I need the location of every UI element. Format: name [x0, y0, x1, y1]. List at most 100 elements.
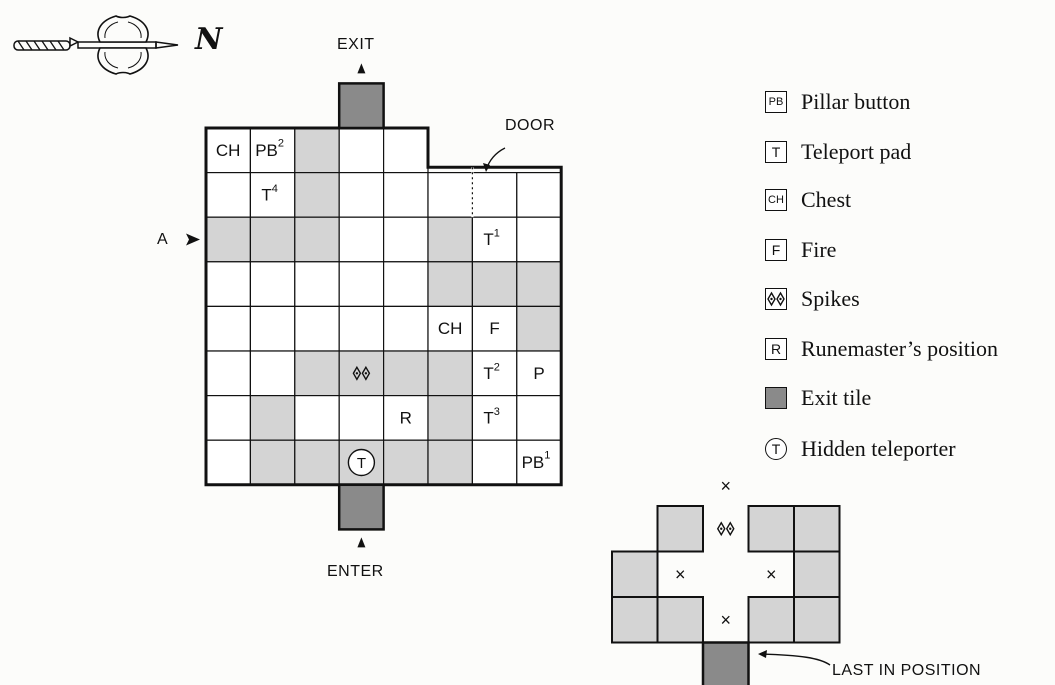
hidden-teleporter-icon: T	[765, 438, 787, 460]
enter-arrow	[357, 537, 366, 548]
map-tile	[249, 172, 296, 218]
map-tile	[516, 395, 562, 441]
map-tile	[205, 350, 252, 397]
hidden-teleporter-icon	[347, 448, 376, 477]
mini-tile	[656, 505, 704, 553]
map-tile	[427, 172, 474, 218]
legend-label: Exit tile	[801, 385, 872, 410]
map-tile	[205, 395, 252, 441]
spikes-icon	[352, 365, 371, 381]
chest-label: CH	[216, 141, 241, 160]
legend-row: F Fire	[765, 235, 836, 265]
map-tile	[249, 395, 296, 441]
map-tile	[516, 350, 562, 397]
map-tile	[338, 261, 385, 307]
map-tile	[427, 305, 474, 352]
map-tile	[294, 305, 340, 352]
legend-label: Chest	[801, 187, 852, 212]
x-mark: ×	[675, 564, 686, 584]
x-mark: ×	[720, 476, 731, 496]
a-marker-label: A	[157, 231, 169, 248]
map-tile	[205, 172, 252, 218]
map-tile	[516, 305, 562, 352]
ch-icon: CH	[765, 189, 787, 211]
door-pointer-head	[483, 163, 490, 172]
mini-tile	[793, 550, 841, 598]
map-tile	[383, 261, 429, 307]
map-tile	[338, 216, 385, 263]
map-tile	[294, 261, 340, 307]
last-position-pointer	[759, 653, 831, 666]
map-tile	[383, 216, 429, 263]
map-tile	[427, 261, 474, 307]
map-tile	[471, 261, 518, 307]
map-tile	[383, 395, 429, 441]
legend-label: Runemaster’s position	[801, 336, 998, 361]
map-tile	[471, 439, 518, 486]
mini-tile	[793, 505, 841, 553]
chest-label: CH	[438, 319, 463, 338]
spikes-glyph	[767, 291, 785, 307]
map-tile	[427, 216, 474, 263]
compass-north-label: N	[195, 22, 223, 57]
pillar-button-label: PB1	[522, 450, 551, 473]
legend-row: Spikes	[765, 284, 860, 314]
map-tile	[338, 172, 385, 218]
legend-row: R Runemaster’s position	[765, 334, 998, 364]
legend-label: Fire	[801, 237, 837, 262]
mini-tile	[701, 641, 750, 685]
map-tile	[205, 261, 252, 307]
map-tile	[249, 261, 296, 307]
map-tile	[516, 261, 562, 307]
enter-tile	[337, 483, 385, 531]
legend-row: T Hidden teleporter	[765, 434, 956, 464]
axe-icon	[13, 15, 179, 75]
map-tile	[516, 216, 562, 263]
map-tile	[383, 350, 429, 397]
hidden-teleporter-letter: T	[357, 455, 366, 472]
pillar-button-label: PB2	[255, 137, 284, 160]
last-in-position-label: LAST IN POSITION	[832, 662, 982, 679]
mini-tile	[793, 596, 841, 644]
spikes-icon	[716, 521, 735, 537]
exit-tile-icon	[765, 387, 787, 409]
map-tile	[294, 395, 340, 441]
last-position-diagram: ××××	[611, 476, 841, 685]
map-tile	[249, 350, 296, 397]
map-tile	[383, 305, 429, 352]
legend-row: Exit tile	[765, 383, 871, 413]
a-arrow	[186, 233, 200, 246]
mini-tile	[747, 596, 795, 644]
map-tile	[249, 216, 296, 263]
exit-label: EXIT	[337, 36, 375, 53]
legend-label: Hidden teleporter	[801, 436, 956, 461]
legend-row: CH Chest	[765, 185, 851, 215]
map-tile	[294, 216, 340, 263]
spikes-icon	[765, 288, 787, 310]
legend-label: Teleport pad	[801, 139, 912, 164]
map-tile	[205, 305, 252, 352]
map-tile	[383, 439, 429, 486]
last-position-pointer-head	[758, 650, 767, 658]
map-tile	[249, 127, 296, 174]
mini-tile	[656, 596, 704, 644]
enter-label: ENTER	[327, 563, 384, 580]
exit-arrow	[357, 63, 366, 74]
map-tile	[294, 439, 340, 486]
map-tile	[383, 127, 429, 174]
pb-icon: PB	[765, 91, 787, 113]
x-mark: ×	[766, 564, 777, 584]
map-tile	[427, 350, 474, 397]
map-tile	[338, 127, 385, 174]
map-tile	[294, 172, 340, 218]
map-tile	[249, 305, 296, 352]
f-icon: F	[765, 239, 787, 261]
r-icon: R	[765, 338, 787, 360]
map-tile	[294, 127, 340, 174]
mini-tile	[611, 596, 659, 644]
map-tile	[205, 216, 252, 263]
mini-tile	[747, 505, 795, 553]
map-tile	[516, 172, 562, 218]
